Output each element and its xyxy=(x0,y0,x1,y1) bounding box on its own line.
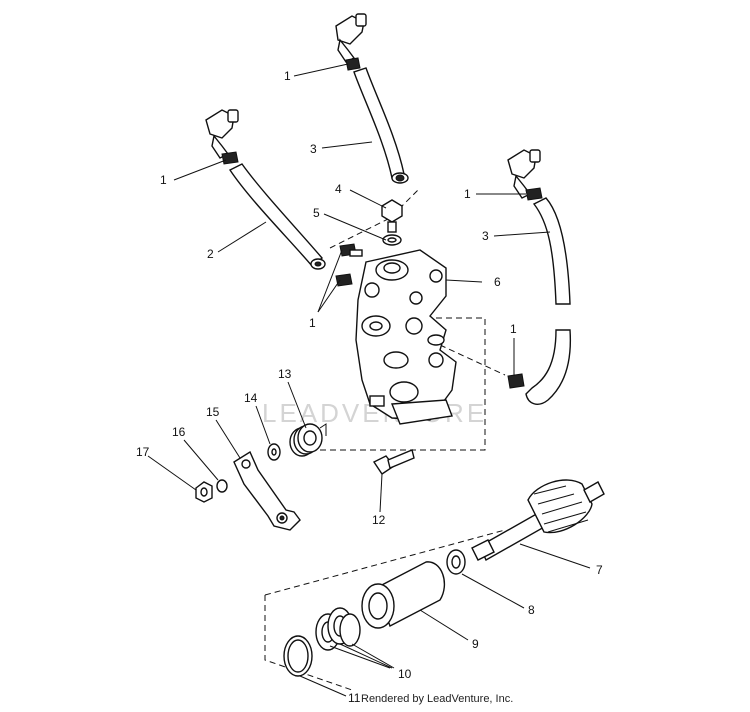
drive-shaft-gear xyxy=(471,479,605,561)
clip-lower-right xyxy=(507,373,525,389)
hose-top-center xyxy=(353,67,409,184)
callout-17: 17 xyxy=(136,445,150,459)
sealing-washer xyxy=(382,234,402,246)
callout-5: 5 xyxy=(313,206,320,220)
thrust-washer xyxy=(446,549,466,575)
callout-8: 8 xyxy=(528,603,535,617)
bushing xyxy=(361,561,445,629)
callout-11: 11 xyxy=(348,691,361,705)
callout-12: 12 xyxy=(372,513,386,527)
bolt xyxy=(372,449,415,475)
callout-3-top: 3 xyxy=(310,142,317,156)
oil-pump-body xyxy=(355,249,457,425)
o-ring xyxy=(283,635,313,677)
callout-6: 6 xyxy=(494,275,501,289)
hose-left xyxy=(228,163,326,270)
control-lever xyxy=(233,450,301,531)
assembly-guide-lines xyxy=(264,187,506,691)
callout-1-left: 1 xyxy=(160,173,167,187)
washer-14 xyxy=(267,443,281,461)
callout-1-right: 1 xyxy=(464,187,471,201)
hose-right-lower xyxy=(525,329,572,405)
clip-right xyxy=(525,187,543,201)
callout-1-top: 1 xyxy=(284,69,291,83)
callout-16: 16 xyxy=(172,425,186,439)
leader-lines xyxy=(147,63,591,697)
callout-14: 14 xyxy=(244,391,258,405)
bleed-screw xyxy=(381,199,403,233)
callout-7: 7 xyxy=(596,563,603,577)
render-credit: Rendered by LeadVenture, Inc. xyxy=(361,693,514,705)
callout-1-lower: 1 xyxy=(510,322,517,336)
hex-nut xyxy=(195,481,213,503)
pump-small-fittings xyxy=(335,243,363,287)
fitting-top-left xyxy=(205,109,239,159)
clip-left xyxy=(221,151,239,165)
callout-9: 9 xyxy=(472,637,479,651)
callout-4: 4 xyxy=(335,182,342,196)
fitting-top-right xyxy=(507,149,541,199)
callout-labels: 1 3 1 2 4 5 1 3 6 1 1 13 14 15 16 17 12 … xyxy=(136,69,603,705)
return-spring xyxy=(289,423,327,457)
callout-10: 10 xyxy=(398,667,412,681)
fitting-top-center xyxy=(335,13,367,63)
callout-13: 13 xyxy=(278,367,292,381)
callout-15: 15 xyxy=(206,405,220,419)
hose-right-upper xyxy=(532,197,571,305)
lock-washer xyxy=(216,479,228,493)
oil-seals xyxy=(315,607,361,651)
clip-top-center xyxy=(345,57,361,71)
callout-1-pair: 1 xyxy=(309,316,316,330)
callout-2: 2 xyxy=(207,247,214,261)
callout-3-right: 3 xyxy=(482,229,489,243)
